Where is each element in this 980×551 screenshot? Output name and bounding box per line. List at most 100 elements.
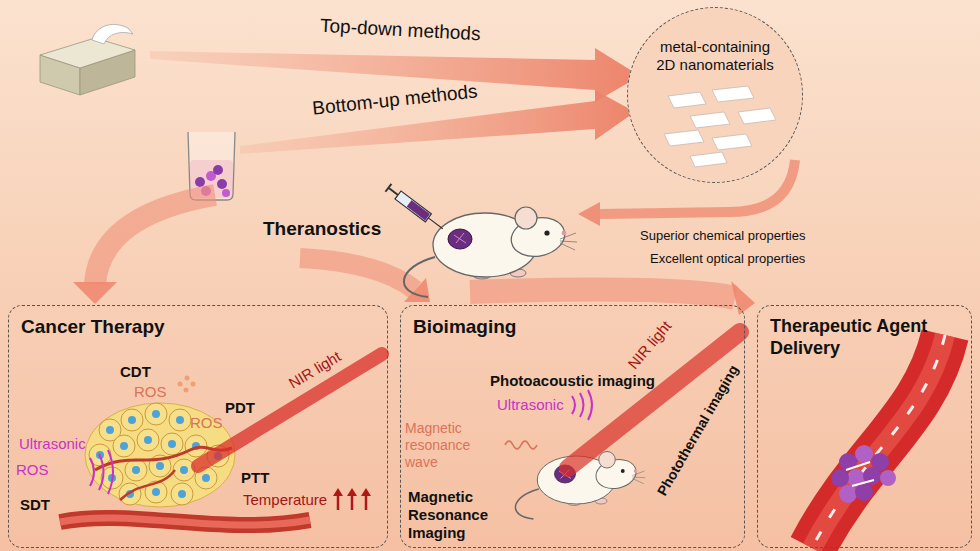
beaker-part (222, 189, 230, 197)
properties-arrow (578, 160, 795, 226)
beaker-part (213, 165, 223, 175)
sweep-arrows-part (470, 290, 735, 298)
tumor-illustration-part (185, 376, 190, 381)
imaging-label: Magnetic Resonance Imaging (408, 488, 503, 542)
method-label: Bottom-up methods (311, 80, 478, 120)
main-mouse (404, 207, 577, 297)
temperature-arrows (333, 488, 371, 510)
temperature-arrows-part (351, 495, 354, 510)
blood-vessel (812, 335, 945, 548)
bioimaging-illustration-part (572, 390, 592, 420)
layered-block-part (92, 24, 133, 44)
therapy-label: SDT (20, 496, 50, 514)
tumor-illustration-part (184, 388, 189, 393)
node-heading: Therapeutic Agent Delivery (770, 316, 960, 359)
temperature-arrows-part (333, 488, 343, 496)
nanosheets (664, 86, 776, 167)
main-mouse-part (454, 233, 466, 243)
beaker-part (195, 177, 205, 187)
temperature-arrows-part (361, 488, 371, 496)
nanosheets-part (664, 130, 704, 146)
syringe-part (428, 218, 442, 229)
therapy-label: PDT (225, 399, 255, 417)
tumor-illustration-part (198, 354, 382, 466)
nanosheets-part (690, 152, 727, 167)
imaging-label: Photoacoustic imaging (490, 372, 655, 390)
nanosheets-part (738, 108, 776, 124)
tumor-illustration-part (171, 483, 193, 505)
syringe-part (407, 200, 430, 220)
sweep-arrows-part (73, 282, 117, 304)
temperature-arrows-part (337, 495, 340, 510)
ultrasound-label: Ultrasonic (497, 396, 564, 414)
beaker-part (217, 179, 227, 189)
blood-vessel-part (812, 335, 945, 548)
tumor-illustration-part (60, 518, 310, 525)
ros-label: ROS (134, 383, 167, 401)
tumor-illustration-part (178, 382, 183, 387)
drug-cluster-part (855, 445, 873, 463)
drug-cluster-part (855, 483, 873, 501)
tumor-illustration-part (90, 450, 113, 494)
node-heading: metal-containing 2D nanomaterials (651, 38, 779, 74)
tumor-illustration-part (173, 459, 195, 481)
blood-vessel-part (812, 335, 945, 548)
sweep-arrows-part (731, 281, 755, 315)
ros-label: ROS (190, 414, 223, 432)
bioimaging-illustration-part (505, 441, 537, 449)
property-label: Excellent optical properties (650, 251, 805, 267)
nanosheets-part (668, 92, 706, 108)
light-label: NIR light (624, 317, 675, 373)
tumor-illustration-part (169, 409, 191, 431)
node-heading: Bioimaging (413, 316, 732, 339)
tumor-illustration (60, 354, 382, 525)
delivery-panel: Therapeutic Agent Delivery (757, 305, 972, 548)
material-circle: metal-containing 2D nanomaterials (627, 7, 803, 183)
sweep-arrows-part (95, 195, 215, 284)
nanosheets-part (712, 86, 754, 102)
temperature-label: Temperature (243, 491, 327, 509)
syringe-part (385, 184, 391, 192)
tumor-illustration-part (60, 518, 310, 525)
tumor-illustration-part (125, 459, 147, 481)
temperature-arrows-part (347, 488, 357, 496)
drug-cluster-part (839, 485, 857, 503)
tumor-illustration-part (161, 433, 183, 455)
node-heading: Cancer Therapy (21, 316, 375, 339)
nanosheets-part (690, 112, 730, 128)
blood-vessel-part (812, 335, 945, 548)
properties-arrow-part (578, 202, 600, 226)
syringe (385, 184, 445, 233)
ros-label: ROS (16, 461, 49, 479)
ultrasound-label: Ultrasonic (19, 435, 86, 453)
tumor-illustration-part (121, 409, 143, 431)
syringe-part (388, 188, 398, 195)
tumor-illustration-part (145, 403, 167, 425)
tumor-illustration-part (113, 435, 135, 457)
tumor-illustration-part (120, 470, 175, 500)
wave-label: Magnetic resonance wave (405, 420, 500, 470)
temperature-arrows-part (365, 495, 368, 510)
main-mouse-part (404, 207, 577, 297)
tumor-illustration-part (191, 382, 196, 387)
drug-cluster-part (880, 470, 896, 486)
property-label: Superior chemical properties (640, 228, 805, 244)
layered-block-part (40, 38, 135, 68)
theranostics-label: Theranostics (263, 218, 381, 241)
drug-cluster-part (852, 480, 874, 486)
main-mouse-part (448, 229, 472, 249)
drug-cluster (831, 445, 896, 503)
illustration-part (627, 7, 803, 183)
therapy-label: CDT (120, 363, 151, 381)
sweep-arrows-part (300, 258, 415, 290)
syringe-part (395, 191, 431, 222)
method-label: Top-down methods (320, 15, 482, 46)
drug-cluster-part (846, 462, 870, 470)
tumor-illustration-part (137, 429, 159, 451)
nanosheets-part (712, 134, 752, 150)
properties-arrow-part (600, 160, 795, 214)
drug-cluster-part (831, 469, 849, 487)
layered-block (40, 24, 135, 95)
